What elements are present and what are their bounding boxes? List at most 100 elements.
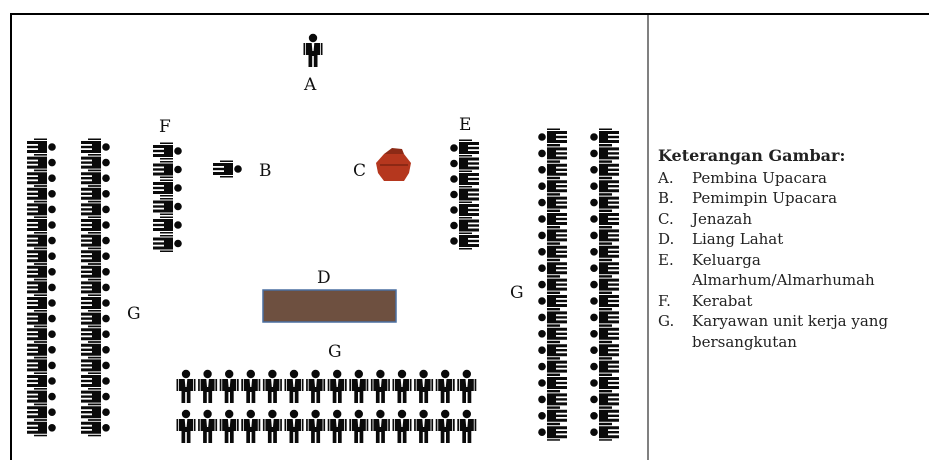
person-icon [241, 369, 261, 403]
person-icon [284, 409, 304, 443]
legend-title: Keterangan Gambar: [658, 146, 846, 165]
label-g-bottom: G [328, 342, 342, 362]
label-c: C [353, 161, 367, 181]
person-icon [27, 278, 56, 296]
person-icon [538, 293, 567, 310]
person-icon [81, 294, 110, 312]
person-icon [590, 375, 619, 392]
legend-text: Kerabat [692, 291, 753, 310]
person-icon [306, 369, 326, 403]
person-icon [262, 369, 282, 403]
person-icon [450, 233, 479, 250]
person-icon [590, 358, 619, 375]
person-icon [538, 342, 567, 359]
person-icon [590, 293, 619, 310]
person-icon [262, 409, 282, 443]
person-icon [450, 171, 479, 188]
legend-text: Jenazah [692, 209, 752, 228]
person-icon [450, 202, 479, 219]
person-icon [81, 185, 110, 203]
label-g-left: G [127, 304, 141, 324]
legend-item: C. Jenazah [658, 209, 923, 230]
legend-key: G. [658, 312, 675, 330]
person-group-g-bottom [176, 369, 477, 443]
person-icon [349, 369, 369, 403]
person-icon [590, 227, 619, 244]
person-icon [303, 33, 323, 67]
person-icon [538, 211, 567, 228]
person-icon [27, 356, 56, 374]
person-icon [538, 424, 567, 441]
person-icon [27, 388, 56, 406]
person-icon [27, 232, 56, 250]
person-icon [370, 369, 390, 403]
person-icon [590, 129, 619, 146]
person-icon [590, 178, 619, 195]
person-icon [392, 369, 412, 403]
person-icon [213, 160, 242, 178]
person-icon [27, 372, 56, 390]
person-icon [538, 375, 567, 392]
person-icon [457, 369, 477, 403]
person-icon [538, 391, 567, 408]
person-icon [81, 247, 110, 265]
person-icon [176, 409, 196, 443]
person-icon [81, 372, 110, 390]
legend-key: F. [658, 291, 671, 310]
person-icon [153, 198, 182, 215]
legend-item: F. Kerabat [658, 291, 923, 312]
person-icon [81, 356, 110, 374]
person-icon [538, 161, 567, 178]
person-icon [538, 325, 567, 342]
legend-text: Karyawan unit kerja yang bersangkutan [692, 312, 889, 351]
person-icon [81, 388, 110, 406]
person-icon [176, 369, 196, 403]
person-icon [27, 403, 56, 421]
person-icon [27, 325, 56, 343]
legend-key: A. [658, 168, 674, 187]
person-icon [590, 243, 619, 260]
legend-item: A. Pembina Upacara [658, 168, 923, 189]
person-icon [590, 145, 619, 162]
person-icon [81, 216, 110, 234]
person-icon [450, 186, 479, 203]
person-icon [27, 310, 56, 328]
label-e: E [459, 115, 472, 135]
person-icon [450, 217, 479, 234]
person-icon [27, 169, 56, 187]
person-group-a [303, 33, 323, 67]
person-icon [81, 232, 110, 250]
person-icon [414, 409, 434, 443]
person-icon [538, 358, 567, 375]
person-icon [198, 409, 218, 443]
label-b: B [259, 161, 272, 181]
legend-key: C. [658, 209, 674, 228]
legend: Keterangan Gambar: A. Pembina Upacara B.… [658, 146, 923, 352]
legend-text: Keluarga Almarhum/Almarhumah [692, 250, 875, 290]
person-icon [81, 403, 110, 421]
person-icon [457, 409, 477, 443]
legend-item: E. Keluarga Almarhum/Almarhumah [658, 250, 923, 291]
person-icon [414, 369, 434, 403]
person-icon [284, 369, 304, 403]
person-icon [590, 309, 619, 326]
label-g-right: G [510, 283, 524, 303]
person-icon [27, 294, 56, 312]
person-icon [241, 409, 261, 443]
person-icon [27, 200, 56, 218]
person-icon [81, 341, 110, 359]
label-a: A [304, 75, 317, 95]
person-icon [153, 161, 182, 178]
person-group-g-right [538, 129, 619, 441]
person-icon [590, 260, 619, 277]
person-icon [81, 310, 110, 328]
person-icon [370, 409, 390, 443]
person-icon [450, 155, 479, 172]
person-icon [153, 142, 182, 160]
person-icon [81, 325, 110, 343]
person-group-b [213, 160, 242, 178]
legend-text: Liang Lahat [692, 230, 784, 248]
person-icon [590, 194, 619, 211]
person-icon [27, 138, 56, 156]
person-icon [153, 179, 182, 197]
